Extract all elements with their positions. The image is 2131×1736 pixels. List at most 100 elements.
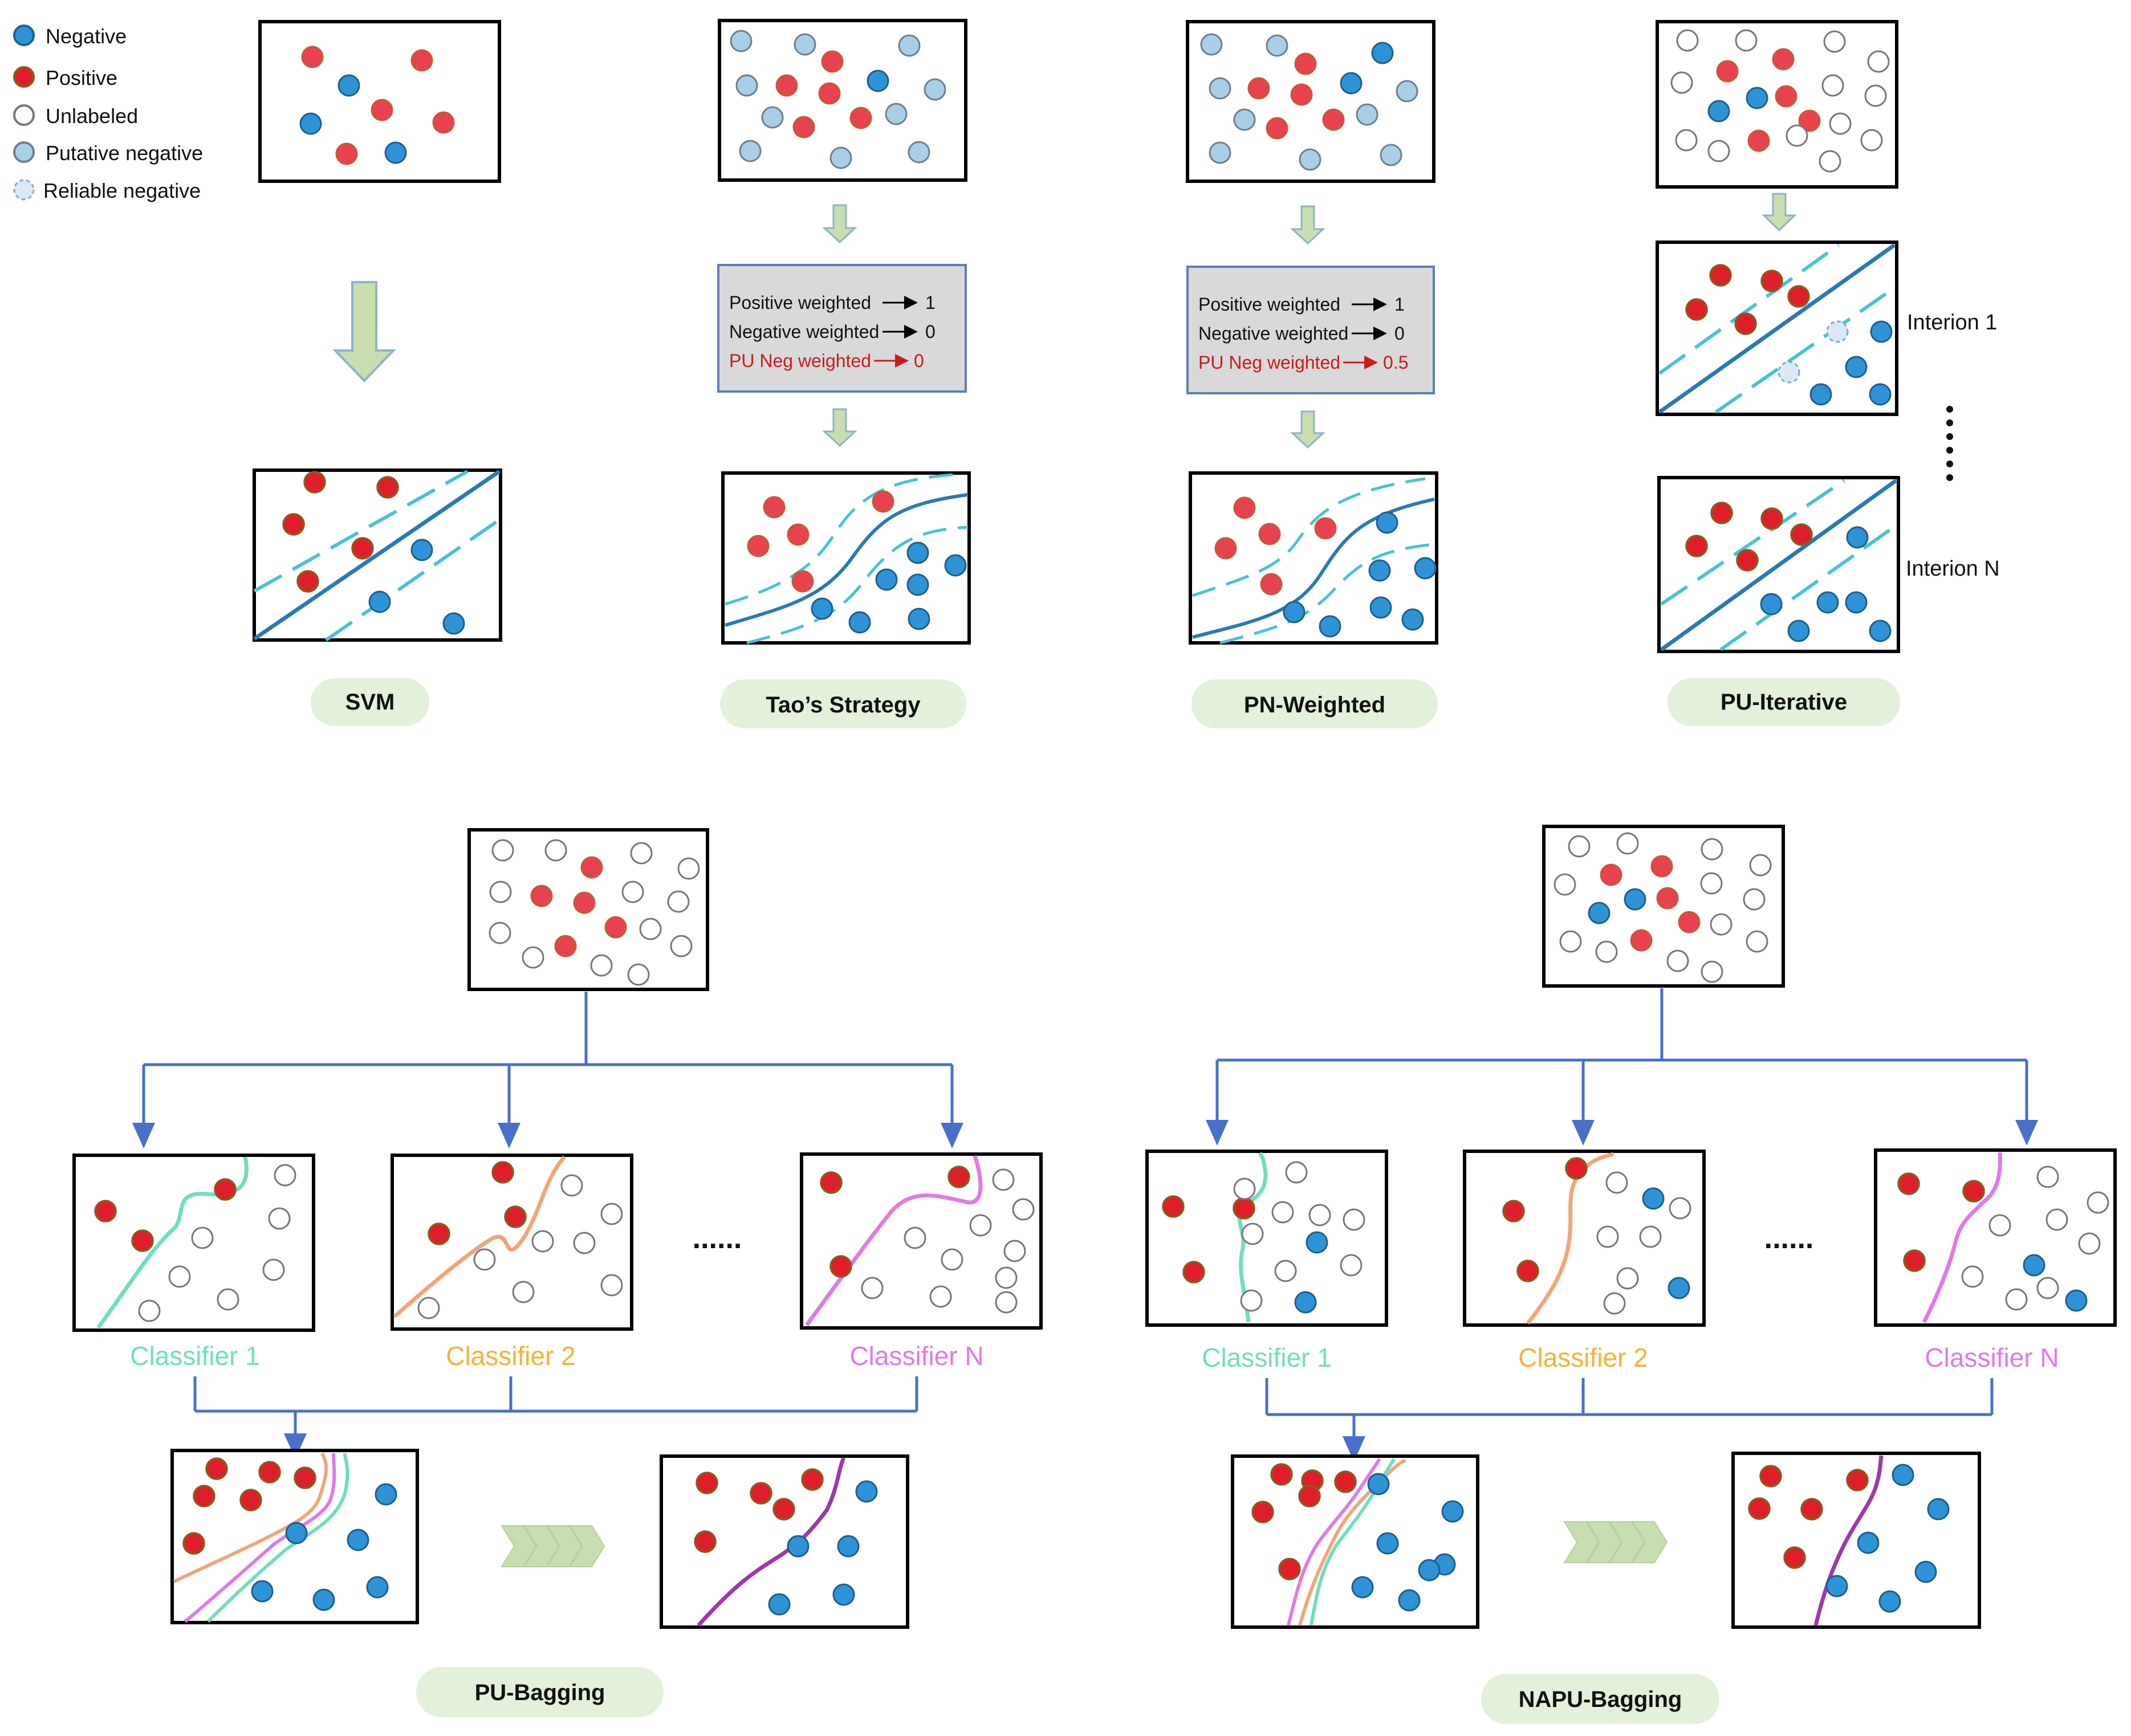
unlabeled-point — [1701, 838, 1723, 861]
napu-label: NAPU-Bagging — [1519, 1687, 1682, 1712]
putative-negative-point — [1266, 34, 1288, 57]
unlabeled-point — [1710, 913, 1733, 936]
unlabeled-point — [1821, 74, 1844, 97]
napu-label-pill — [1481, 1674, 1719, 1724]
unlabeled-point — [630, 842, 653, 865]
pn-negative-weight-value: 0 — [1394, 323, 1405, 344]
positive-point — [491, 1161, 514, 1184]
unlabeled-point — [1559, 930, 1582, 953]
negative-point — [384, 141, 407, 164]
positive-point — [371, 99, 393, 121]
putative-negative-point — [908, 141, 930, 164]
pn-weighted-column: Positive weighted 1 Negative weighted 0 … — [1186, 20, 1438, 728]
positive-point — [1709, 264, 1732, 287]
positive-point — [1760, 270, 1783, 292]
unlabeled-point — [217, 1288, 239, 1311]
negative-point — [906, 573, 929, 596]
putative-negative-point — [794, 33, 816, 56]
unlabeled-point — [1749, 854, 1772, 877]
pub-classifierN-label: Classifier N — [849, 1341, 983, 1371]
negative-point — [1914, 1560, 1937, 1583]
unlabeled-point — [1340, 1254, 1363, 1277]
positive-point — [1685, 535, 1708, 557]
unlabeled-point — [1666, 949, 1689, 972]
pn-puneg-weight-value: 0.5 — [1383, 352, 1408, 373]
negative-point — [1809, 383, 1832, 406]
negative-point — [1707, 100, 1730, 123]
tao-result-points — [747, 490, 967, 634]
positive-point — [1565, 1157, 1588, 1180]
legend-putative-negative-icon — [13, 141, 35, 163]
pn-label: PN-Weighted — [1244, 692, 1385, 718]
unlabeled-point — [1670, 71, 1693, 94]
negative-point — [855, 1480, 878, 1503]
positive-point — [1747, 129, 1770, 152]
positive-point — [573, 891, 596, 914]
pui-iterationN-label: Interion N — [1906, 557, 2000, 581]
positive-point — [1903, 1249, 1926, 1272]
negative-point — [1368, 559, 1391, 582]
positive-point — [1290, 83, 1313, 106]
negative-point — [944, 554, 967, 577]
positive-point — [294, 1466, 316, 1489]
negative-point — [1588, 902, 1611, 924]
negative-point — [1746, 87, 1768, 109]
positive-point — [1787, 285, 1810, 308]
unlabeled-point — [969, 1214, 992, 1237]
negative-point — [1418, 1559, 1441, 1582]
positive-point — [1798, 109, 1821, 132]
unlabeled-point — [262, 1258, 285, 1281]
negative-point — [1367, 1473, 1390, 1495]
negative-point — [908, 608, 930, 630]
positive-point — [696, 1472, 718, 1494]
legend-unlabeled-label: Unlabeled — [46, 104, 138, 128]
negative-point — [1294, 1291, 1317, 1314]
pui-iteration1-points — [1685, 264, 1893, 406]
positive-point — [820, 1171, 843, 1194]
svm-decision-boundary — [253, 470, 501, 642]
pub-classifier1-label: Classifier 1 — [130, 1341, 260, 1371]
positive-point — [1251, 1501, 1274, 1523]
negative-point — [1825, 1575, 1848, 1598]
putative-negative-point — [739, 140, 762, 162]
positive-point — [1800, 1498, 1823, 1521]
positive-point — [1759, 1465, 1782, 1488]
positive-point — [763, 496, 786, 519]
positive-point — [801, 1468, 824, 1491]
tao-result-box — [721, 471, 971, 645]
positive-point — [301, 46, 324, 68]
pu-iterative-column: Interion 1 Interion N PU-Iterative — [1656, 20, 2000, 726]
positive-point — [772, 1498, 795, 1521]
napu-classifier2-boundary — [1526, 1152, 1614, 1325]
unlabeled-point — [941, 1248, 963, 1271]
negative-point — [375, 1483, 397, 1506]
unlabeled-point — [268, 1207, 291, 1230]
pub-classifier2-label: Classifier 2 — [446, 1341, 576, 1371]
unlabeled-point — [2036, 1277, 2059, 1299]
pn-puneg-weight-label: PU Neg weighted — [1198, 352, 1340, 373]
unlabeled-point — [168, 1265, 191, 1288]
unlabeled-point — [2045, 1208, 2068, 1231]
unlabeled-point — [1823, 30, 1846, 53]
positive-point — [1656, 887, 1679, 910]
legend-putative-negative-label: Putative negative — [46, 141, 203, 165]
unlabeled-point — [670, 935, 693, 957]
svm-down-arrow — [332, 281, 396, 382]
unlabeled-point — [489, 881, 512, 903]
unlabeled-point — [621, 881, 644, 903]
pub-merge-connector — [193, 1376, 918, 1459]
negative-point — [1624, 888, 1646, 911]
positive-point — [296, 570, 319, 593]
negative-point — [1441, 1500, 1464, 1523]
unlabeled-point — [191, 1226, 214, 1249]
unlabeled-point — [600, 1203, 623, 1225]
positive-point — [1734, 312, 1757, 335]
putative-negative-point — [924, 78, 946, 101]
tao-label: Tao’s Strategy — [766, 692, 921, 718]
negative-point — [787, 1535, 810, 1558]
unlabeled-point — [1701, 960, 1723, 983]
positive-point — [282, 513, 305, 536]
unlabeled-point — [1343, 1208, 1365, 1231]
unlabeled-point — [544, 839, 567, 862]
